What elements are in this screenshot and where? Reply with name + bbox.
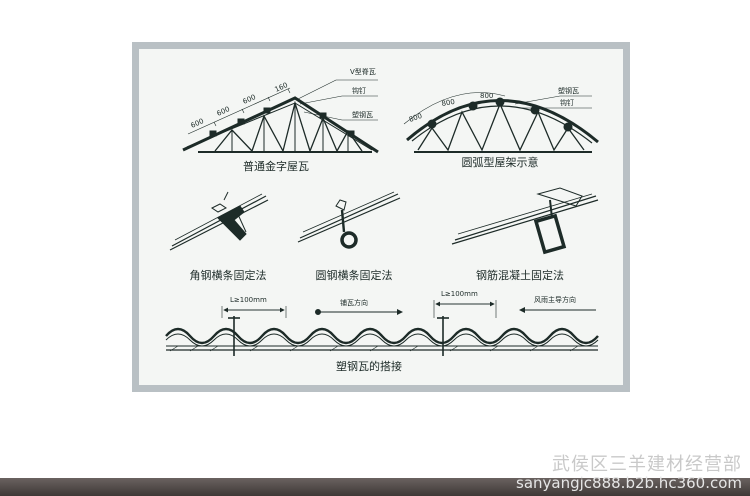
arched-roof-figure <box>403 92 599 153</box>
caption-overlap: 塑钢瓦的搭接 <box>336 359 402 373</box>
wind-direction-label: 风雨主导方向 <box>534 295 576 304</box>
laying-direction-label: 铺瓦方向 <box>340 298 368 307</box>
watermark-url: sanyangjc888.b2b.hc360.com <box>516 474 742 492</box>
caption-round-steel: 圆钢横条固定法 <box>316 268 393 282</box>
truss-dim-1: 600 <box>190 117 205 130</box>
callout-hook-nail-1: 钩钉 <box>352 86 366 95</box>
arch-dim-3: 800 <box>480 92 493 100</box>
concrete-detail <box>451 187 599 255</box>
arch-dim-1: 800 <box>408 112 423 124</box>
callout-plastic-tile-1: 塑钢瓦 <box>352 110 373 119</box>
footer-strip <box>0 478 750 496</box>
caption-arched-roof: 圆弧型屋架示意 <box>462 155 539 169</box>
caption-concrete: 钢筋混凝土固定法 <box>476 268 564 282</box>
callout-plastic-tile-2: 塑钢瓦 <box>558 86 579 95</box>
overlap-detail <box>165 300 599 356</box>
angle-steel-detail <box>169 191 269 251</box>
caption-angle-steel: 角钢横条固定法 <box>190 268 267 282</box>
arch-dim-2: 800 <box>441 98 456 108</box>
caption-truss-roof: 普通金字屋瓦 <box>243 159 309 173</box>
round-steel-detail <box>297 191 401 249</box>
truss-roof-figure <box>182 79 379 154</box>
overlap-left-label: L≥100mm <box>230 296 267 304</box>
overlap-right-label: L≥100mm <box>441 290 478 298</box>
watermark-company: 武侯区三羊建材经营部 <box>552 454 742 475</box>
callout-v-ridge-tile: V型脊瓦 <box>350 67 376 76</box>
callout-hook-nail-2: 钩钉 <box>560 98 574 107</box>
